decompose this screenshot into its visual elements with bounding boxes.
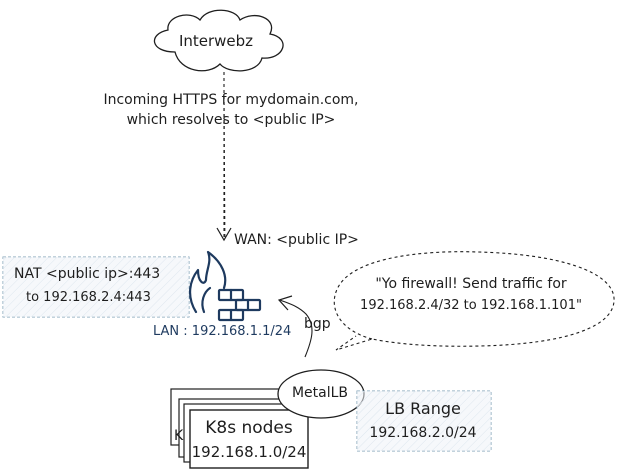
bgp-arrow-head [277,295,293,311]
internet-arrow-head [216,227,232,242]
speech-bubble-line2: 192.168.2.4/32 to 192.168.1.101" [360,298,582,313]
metallb-label: MetalLB [291,385,349,401]
k8s-stack-fragment: K [174,428,184,444]
internet-link-line1: Incoming HTTPS for mydomain.com, [103,92,359,108]
bgp-arrow [279,299,313,358]
k8s-nodes-cidr: 192.168.1.0/24 [191,443,307,461]
firewall-icon [189,250,262,322]
lb-range-title: LB Range [385,399,461,418]
k8s-node-box-front [189,409,309,469]
cloud-shape [153,9,284,72]
k8s-nodes-title: K8s nodes [205,418,293,438]
wan-label: WAN: <public IP> [234,232,359,248]
internet-link-line2: which resolves to <public IP> [126,112,336,128]
speech-bubble-shape [333,251,615,351]
speech-bubble-line1: "Yo firewall! Send traffic for [375,276,567,292]
lb-range-cidr: 192.168.2.0/24 [369,425,477,441]
bgp-label: bgp [304,316,331,332]
lan-label: LAN : 192.168.1.1/24 [153,324,292,339]
nat-box-line1: NAT <public ip>:443 [14,266,161,282]
cloud-label: Interwebz [178,32,254,50]
nat-box-line2: to 192.168.2.4:443 [26,290,151,305]
